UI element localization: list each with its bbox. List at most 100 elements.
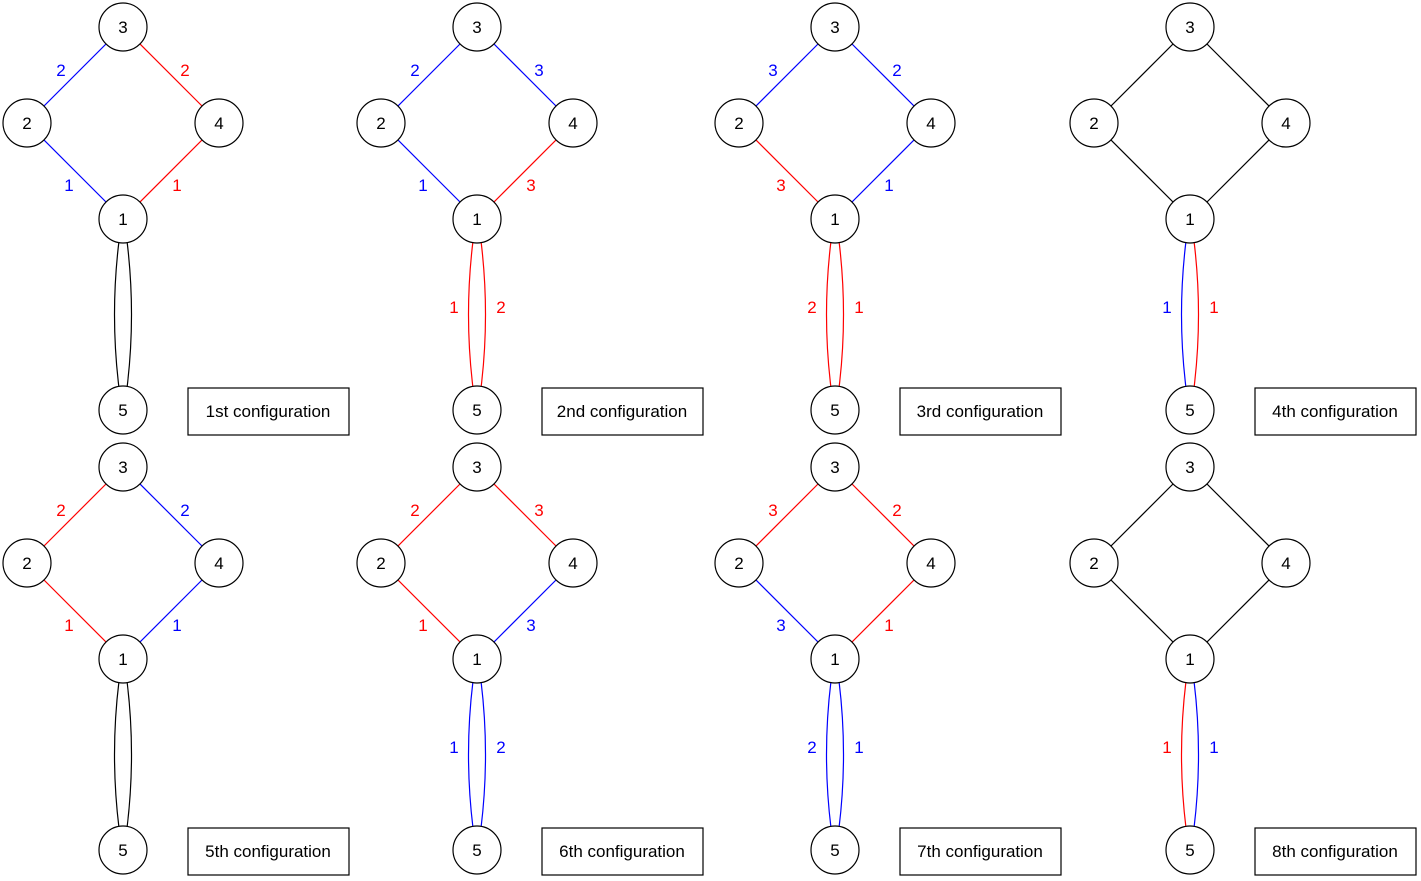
node-3 [98,442,148,492]
node-label: 5 [472,401,481,420]
edge-e15a [1180,680,1187,829]
node-label: 1 [830,650,839,669]
node-4 [548,538,598,588]
node-3 [810,2,860,52]
edge-label: 1 [1209,738,1218,757]
edge-e15b [480,240,487,389]
node-label: 2 [734,554,743,573]
edge-label: 2 [496,738,505,757]
edge-label: 3 [526,176,535,195]
node-1 [810,194,860,244]
node-4 [906,538,956,588]
node-label: 2 [22,114,31,133]
edge-label: 1 [449,738,458,757]
node-label: 1 [830,210,839,229]
edge-label: 1 [1162,738,1171,757]
node-5 [810,825,860,875]
configuration-title: 2nd configuration [557,402,687,421]
node-4 [194,98,244,148]
configuration-title-box [1254,387,1417,436]
node-label: 4 [1281,554,1290,573]
node-1 [98,634,148,684]
edge-label: 2 [180,61,189,80]
node-label: 2 [734,114,743,133]
node-label: 4 [214,554,223,573]
node-label: 2 [1089,114,1098,133]
edge-label: 2 [410,61,419,80]
node-1 [452,194,502,244]
configuration-title-box [541,387,704,436]
node-5 [1165,385,1215,435]
configuration-title: 1st configuration [206,402,331,421]
node-1 [452,634,502,684]
edge-e15a [113,680,120,829]
edge-label: 1 [1209,298,1218,317]
node-1 [98,194,148,244]
node-label: 1 [118,210,127,229]
node-3 [1165,2,1215,52]
configuration-title-box [899,387,1062,436]
edge-label: 2 [56,61,65,80]
edge-e15b [838,240,845,389]
node-label: 5 [830,401,839,420]
node-4 [548,98,598,148]
node-label: 3 [472,18,481,37]
edge-label: 2 [892,61,901,80]
edge-e15a [825,680,832,829]
node-label: 1 [118,650,127,669]
node-label: 5 [1185,841,1194,860]
edge-label: 1 [854,738,863,757]
edge-label: 2 [892,501,901,520]
node-5 [98,385,148,435]
edge-label: 2 [496,298,505,317]
edge-label: 3 [776,616,785,635]
edge-e15b [1193,240,1200,389]
edge-label: 1 [1162,298,1171,317]
node-2 [714,98,764,148]
edge-label: 3 [768,501,777,520]
node-3 [1165,442,1215,492]
edge-label: 2 [410,501,419,520]
configuration-title-box [1254,827,1417,876]
configuration-title-box [541,827,704,876]
node-label: 3 [1185,18,1194,37]
node-5 [452,825,502,875]
edge-e15a [467,240,474,389]
configuration-title: 6th configuration [559,842,685,861]
node-5 [1165,825,1215,875]
node-label: 4 [926,114,935,133]
node-5 [810,385,860,435]
node-2 [356,98,406,148]
node-label: 2 [376,554,385,573]
node-label: 3 [118,18,127,37]
edge-label: 1 [418,616,427,635]
edge-label: 1 [172,176,181,195]
edge-label: 1 [64,176,73,195]
edge-e15b [126,240,133,389]
node-3 [452,2,502,52]
edge-label: 3 [776,176,785,195]
node-1 [1165,634,1215,684]
edge-e15b [838,680,845,829]
node-label: 5 [118,401,127,420]
configuration-title-box [899,827,1062,876]
edge-label: 2 [56,501,65,520]
node-label: 3 [118,458,127,477]
node-label: 1 [472,210,481,229]
node-3 [98,2,148,52]
edge-label: 3 [768,61,777,80]
edge-e15a [1180,240,1187,389]
configuration-title: 8th configuration [1272,842,1398,861]
node-1 [810,634,860,684]
configuration-title-box [187,387,350,436]
node-label: 5 [118,841,127,860]
